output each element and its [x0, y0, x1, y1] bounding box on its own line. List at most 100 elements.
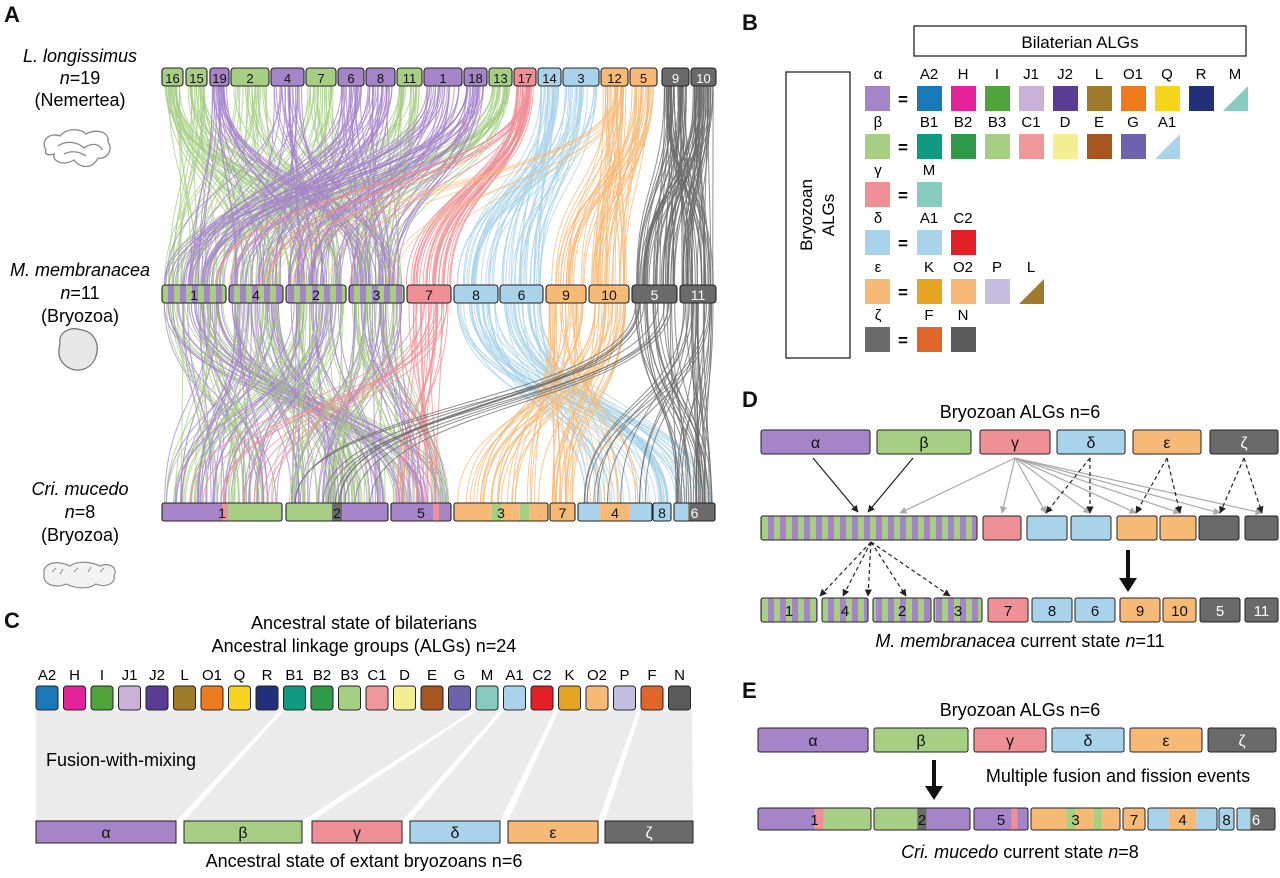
chromosome-label: 8: [1048, 603, 1056, 620]
chromosome-block: [161, 284, 227, 304]
chromosome-label: 10: [601, 287, 617, 303]
bryozoan-alg-block: [409, 820, 501, 844]
alg-block: [558, 685, 581, 711]
top-chromosome: 12: [600, 67, 629, 87]
bottom-chromosome: 3: [453, 502, 549, 522]
chromosome-block: [463, 67, 488, 87]
alg-label: C2: [532, 667, 551, 684]
chromosome-outline: [1147, 807, 1218, 831]
middle-chromosome: 3: [348, 284, 405, 304]
alg-label: O1: [202, 667, 222, 684]
chromosome-block: [1199, 597, 1241, 623]
bilaterian-alg-swatch: [917, 134, 942, 159]
chromosome-label: 5: [640, 71, 647, 86]
middle-chromosome: 8: [453, 284, 499, 304]
chromosome-block: [365, 67, 396, 87]
chromosome-label: 14: [542, 71, 556, 86]
bilaterian-alg-label: F: [924, 307, 933, 324]
species-2-name: M. membranacea: [10, 260, 150, 280]
top-chromosome: 16: [161, 67, 184, 87]
bryozoan-alg-block: [979, 429, 1051, 455]
bryozoan-alg-swatch: [865, 86, 890, 111]
chromosome-block: [987, 597, 1029, 623]
bilaterian-alg-swatch: [1087, 134, 1112, 159]
species-1-n: n=19: [60, 68, 101, 88]
bilaterian-alg-swatch: [985, 134, 1010, 159]
chromosome-outline: [1122, 807, 1146, 831]
alg-label: G: [454, 667, 466, 684]
alg-label: A2: [38, 667, 56, 684]
bryozoan-alg-block: [1051, 727, 1125, 753]
chromosome-segment: [874, 808, 918, 830]
bilaterian-alg-label: B3: [988, 114, 1006, 131]
cristatella-colony-icon: [43, 561, 116, 589]
panel-d-letter: D: [742, 387, 758, 412]
chromosome-label: 7: [317, 71, 324, 86]
bilaterian-alg-label: B2: [954, 114, 972, 131]
fusion-fan: [36, 711, 280, 821]
chromosome-label: 3: [577, 71, 584, 86]
chromosome-segment: [1093, 808, 1103, 830]
bilaterian-alg-swatch: [1189, 86, 1214, 111]
alg-block: [200, 685, 224, 711]
species-2-clade: (Bryozoa): [41, 306, 119, 326]
chromosome-label: 6: [347, 71, 354, 86]
equals-sign: =: [898, 186, 908, 205]
chromosome-outline: [652, 502, 672, 522]
chromosome-segment: [433, 503, 439, 521]
bryozoan-alg-block: [507, 820, 599, 844]
chromosome-block: [513, 67, 537, 87]
bottom-chromosome: 7: [549, 502, 576, 522]
bryozoan-alg-label: α: [811, 435, 820, 452]
bryozoan-alg-label: ζ: [1238, 733, 1245, 750]
chromosome-label: 6: [518, 287, 526, 303]
chromosome-segment: [331, 503, 343, 521]
chromosome-block: [488, 67, 513, 87]
caption-rest: current state: [998, 842, 1108, 862]
bryozoan-alg-label: δ: [1087, 435, 1096, 452]
fusion-arrow: [812, 457, 859, 513]
chromosome-label: 5: [651, 287, 659, 303]
chromosome-segment: [653, 503, 671, 521]
bryozoan-alg-block: [760, 429, 871, 455]
bryozoan-alg-label: β: [238, 825, 247, 842]
chromosome-block: [631, 284, 678, 304]
bilaterian-alg-swatch: [951, 279, 976, 304]
bryozoan-alg-label: ε: [1162, 733, 1169, 750]
bilaterian-alg-swatch: [985, 86, 1010, 111]
equals-sign: =: [898, 90, 908, 109]
alg-label: J1: [122, 667, 138, 684]
chromosome-block: [499, 284, 544, 304]
chromosome-label: 10: [1171, 603, 1188, 620]
bilaterian-alg-swatch: [1155, 86, 1180, 111]
fission-arrow: [1135, 457, 1168, 514]
panel-e-title: Bryozoan ALGs n=6: [940, 700, 1101, 720]
chromosome-label: 5: [997, 812, 1005, 829]
down-arrow-icon: [1119, 578, 1137, 592]
chromosome-segment: [519, 503, 530, 521]
bryozoan-alg-block: [1132, 429, 1202, 455]
alg-label: P: [619, 667, 629, 684]
chromosome-label: 1: [810, 812, 818, 829]
n-value: =11: [70, 283, 99, 303]
top-chromosome: 13: [488, 67, 513, 87]
chromosome-label: 5: [417, 505, 425, 521]
bryozoan-alg-block: [1129, 727, 1203, 753]
bottom-chromosome: 4: [577, 502, 653, 522]
chromosome-label: 16: [165, 71, 179, 86]
chromosome-segment: [917, 808, 927, 830]
middle-chromosome: 2: [285, 284, 347, 304]
chromosome-block: [228, 284, 284, 304]
bilaterian-alg-label: B1: [920, 114, 938, 131]
chromosome-segment: [286, 503, 332, 521]
fission-arrow: [864, 541, 872, 597]
chromosome-block: [396, 67, 423, 87]
greek-label: ε: [875, 259, 882, 276]
bryozoan-alg-label: γ: [1011, 435, 1019, 452]
alg-block: [63, 685, 86, 711]
chromosome-segment: [629, 503, 652, 521]
chromosome-block: [1119, 597, 1161, 623]
chromosome-label: 4: [611, 505, 619, 521]
